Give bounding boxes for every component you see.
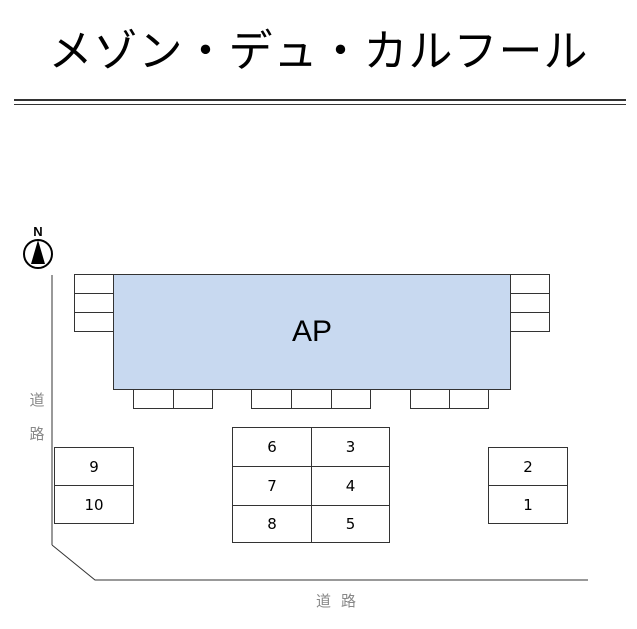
storage-cell xyxy=(291,389,332,409)
parking-space-9: 9 xyxy=(54,447,134,486)
parking-space-4: 4 xyxy=(311,466,390,506)
storage-cell xyxy=(74,274,114,294)
title-rule-top xyxy=(14,99,626,101)
storage-cell xyxy=(510,312,550,332)
storage-cell xyxy=(410,389,450,409)
storage-cell xyxy=(449,389,489,409)
compass-label: N xyxy=(33,224,42,239)
page-title: メゾン・デュ・カルフール xyxy=(48,26,589,77)
title-rule-bottom xyxy=(14,104,626,105)
storage-cell xyxy=(251,389,292,409)
parking-space-10: 10 xyxy=(54,485,134,524)
storage-cell xyxy=(173,389,213,409)
storage-cell xyxy=(331,389,371,409)
parking-space-6: 6 xyxy=(232,427,312,467)
storage-cell xyxy=(510,293,550,313)
parking-space-5: 5 xyxy=(311,505,390,543)
road-label-south: 道路 xyxy=(316,592,367,610)
parking-space-2: 2 xyxy=(488,447,568,486)
storage-cell xyxy=(74,312,114,332)
storage-cell xyxy=(74,293,114,313)
parking-space-3: 3 xyxy=(311,427,390,467)
parking-space-8: 8 xyxy=(232,505,312,543)
parking-space-1: 1 xyxy=(488,485,568,524)
apartment-building: AP xyxy=(113,274,511,390)
compass-icon: N xyxy=(23,224,53,269)
road-label-west-char-1: 道 xyxy=(29,391,45,409)
storage-cell xyxy=(510,274,550,294)
road-label-west: 道 路 xyxy=(28,383,46,451)
storage-cell xyxy=(133,389,174,409)
road-label-west-char-2: 路 xyxy=(29,425,45,443)
road-lines xyxy=(51,275,588,581)
parking-space-7: 7 xyxy=(232,466,312,506)
